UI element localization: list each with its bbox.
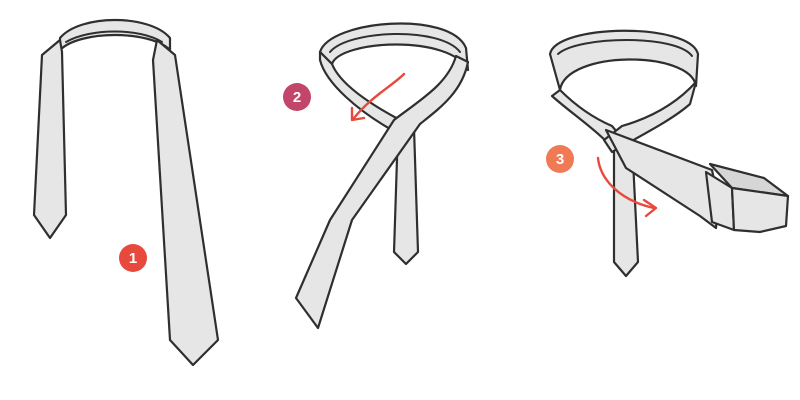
step-3-curved-arrow [596, 156, 656, 210]
step-2-arrowhead [350, 106, 366, 122]
step-1-badge-circle [119, 244, 147, 272]
step-3-wide-blade [604, 128, 720, 230]
step-2-badge-circle [283, 83, 311, 111]
step-3-cross-band [602, 80, 698, 154]
step-3-arrowhead [642, 198, 658, 218]
step-1-illustration [32, 18, 220, 367]
step-2-badge: 2 [283, 83, 311, 111]
step-1-badge: 1 [119, 244, 147, 272]
step-2-arrow [350, 72, 406, 122]
step-3-folded-end-front [730, 186, 790, 234]
step-3-arrow [596, 156, 658, 218]
step-2-loop-inner-line [329, 32, 461, 53]
step-3-number: 3 [556, 151, 564, 168]
step-3-badge-circle [546, 145, 574, 173]
step-2-curved-arrow [352, 72, 406, 120]
step-1-band-inner-line [65, 30, 163, 43]
step-2-illustration [294, 22, 470, 330]
step-1-narrow-blade [32, 38, 68, 240]
step-3-badge: 3 [546, 145, 574, 173]
step-1-number: 1 [129, 250, 137, 267]
step-2-number: 2 [293, 89, 301, 106]
step-1-neck-band [58, 18, 172, 52]
step-3-loop-inner-line [557, 39, 693, 57]
step-2-wide-blade [294, 54, 470, 330]
step-2-neck-loop [318, 22, 470, 72]
step-3-illustration [548, 29, 790, 278]
step-1-wide-blade [151, 38, 220, 367]
